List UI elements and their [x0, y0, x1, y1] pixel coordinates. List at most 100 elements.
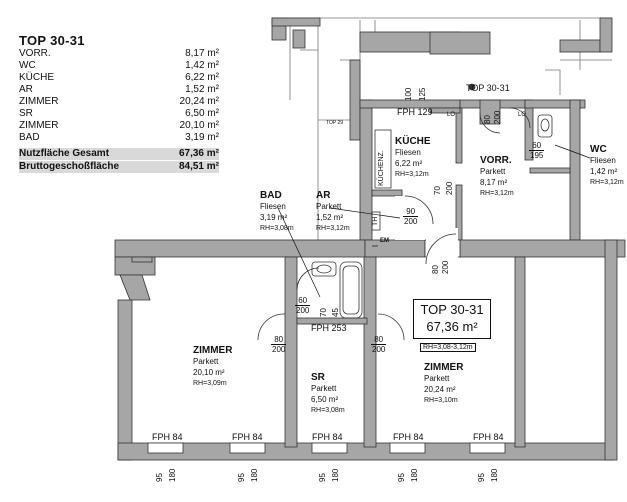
room-name: AR	[316, 190, 331, 201]
area-row: BAD 3,19 m²	[19, 132, 219, 144]
fph-label: FPH 84	[312, 432, 343, 442]
room-area: 6,50 m²	[311, 395, 339, 404]
room-floor: Fliesen	[590, 156, 616, 165]
room-name: ZIMMER	[424, 362, 464, 373]
room-area: 8,17 m²	[480, 178, 508, 187]
room-floor: Parkett	[311, 384, 337, 393]
room-floor: Fliesen	[395, 148, 421, 157]
unit-box-area: 67,36 m²	[426, 319, 478, 334]
room-floor: Parkett	[480, 167, 506, 176]
dimension-label: 80	[483, 115, 492, 124]
fph-label: FPH 84	[232, 432, 263, 442]
dimension-width: 80	[371, 335, 387, 345]
neighbour-label: TOP 29	[326, 120, 344, 126]
dimension-label: 180	[490, 468, 499, 482]
room-height: RH=3,12m	[590, 179, 624, 186]
area-row-name: ZIMMER	[19, 96, 59, 107]
room-label-vorr: VORR. Parkett 8,17 m² RH=3,12m	[480, 155, 514, 199]
dimension-label: 70	[433, 186, 442, 195]
unit-height-range: RH=3,08-3,12m	[420, 343, 476, 352]
area-row-value: 6,50 m²	[185, 108, 219, 119]
lo-label: LO	[518, 112, 527, 118]
dimension-height: 195	[530, 151, 544, 160]
room-label-wc: WC Fliesen 1,42 m² RH=3,12m	[590, 144, 624, 188]
room-label-bad: BAD Fliesen 3,19 m² RH=3,08m	[260, 190, 294, 234]
bath-fixtures	[311, 83, 553, 319]
dimension-label: 95	[397, 473, 406, 482]
th-label: TH	[372, 216, 379, 226]
area-row-name: AR	[19, 84, 33, 95]
room-name: KÜCHE	[395, 136, 431, 147]
dimension-height: 200	[272, 345, 286, 354]
area-row-name: WC	[19, 60, 36, 71]
dimension-height: 200	[296, 306, 310, 315]
dimension-label: 180	[331, 468, 340, 482]
area-row: KÜCHE 6,22 m²	[19, 72, 219, 84]
room-height: RH=3,10m	[424, 397, 458, 404]
area-row: ZIMMER 20,24 m²	[19, 96, 219, 108]
area-total-name: Nutzfläche Gesamt	[19, 148, 110, 159]
room-name: VORR.	[480, 155, 512, 166]
dimension-label: 45	[331, 308, 340, 317]
room-floor: Parkett	[193, 357, 219, 366]
dimension-pair: 60 200	[295, 296, 311, 315]
room-label-ar: AR Parkett 1,52 m² RH=3,12m	[316, 190, 350, 234]
window-niches	[147, 442, 506, 454]
dimension-label: 95	[237, 473, 246, 482]
dimension-label: 80	[431, 265, 440, 274]
room-height: RH=3,12m	[395, 171, 429, 178]
area-row-name: KÜCHE	[19, 72, 55, 83]
area-row: WC 1,42 m²	[19, 60, 219, 72]
room-height: RH=3,08m	[260, 225, 294, 232]
area-row-value: 1,52 m²	[185, 84, 219, 95]
room-area: 3,19 m²	[260, 213, 288, 222]
dimension-label: 200	[493, 110, 502, 124]
room-floor: Parkett	[316, 202, 342, 211]
room-label-zimmer-left: ZIMMER Parkett 20,10 m² RH=3,09m	[193, 345, 232, 389]
room-name: SR	[311, 372, 325, 383]
unit-title: TOP 30-31	[19, 33, 85, 48]
room-height: RH=3,09m	[193, 380, 227, 387]
dimension-label: 100	[404, 87, 413, 101]
dimension-pair: 80 200	[371, 335, 387, 354]
room-area: 20,24 m²	[424, 385, 456, 394]
dimension-width: 60	[295, 296, 311, 306]
leader-lines	[277, 144, 591, 298]
lo-label: LO	[447, 112, 456, 118]
area-row: SR 6,50 m²	[19, 108, 219, 120]
area-total-value: 84,51 m²	[178, 161, 219, 172]
dimension-pair: 90 200	[403, 207, 419, 226]
dimension-label: 70	[319, 308, 328, 317]
room-label-zimmer-right: ZIMMER Parkett 20,24 m² RH=3,10m	[424, 362, 463, 406]
area-row-value: 20,10 m²	[179, 120, 219, 131]
dimension-width: 90	[403, 207, 419, 217]
entry-label: TOP 30-31	[466, 83, 510, 93]
dimension-width: 60	[529, 141, 545, 151]
dimension-pair: 80 200	[271, 335, 287, 354]
dimension-label: 125	[418, 87, 427, 101]
room-area: 1,52 m²	[316, 213, 344, 222]
dimension-label: 180	[168, 468, 177, 482]
area-total-value: 67,36 m²	[178, 148, 219, 159]
dimension-label: 200	[441, 260, 450, 274]
kitchenette-label: KÜCHENZ.	[378, 150, 385, 186]
area-row-value: 1,42 m²	[185, 60, 219, 71]
area-row-value: 20,24 m²	[179, 96, 219, 107]
fph-label: FPH 84	[473, 432, 504, 442]
fph-label: FPH 253	[311, 323, 347, 333]
room-height: RH=3,12m	[316, 225, 350, 232]
dimension-label: 95	[477, 473, 486, 482]
unit-area-box: TOP 30-31 67,36 m²	[413, 299, 491, 339]
room-name: BAD	[260, 190, 282, 201]
unit-box-label: TOP 30-31	[420, 302, 484, 317]
room-floor: Parkett	[424, 374, 450, 383]
dimension-height: 200	[372, 345, 386, 354]
fph-label: FPH 129	[397, 107, 433, 117]
area-total-row: Nutzfläche Gesamt 67,36 m²	[19, 148, 219, 160]
room-area: 1,42 m²	[590, 167, 618, 176]
dimension-label: 95	[318, 473, 327, 482]
dimension-label: 180	[250, 468, 259, 482]
dimension-label: 200	[445, 181, 454, 195]
fph-label: FPH 84	[152, 432, 183, 442]
dimension-label: 180	[410, 468, 419, 482]
